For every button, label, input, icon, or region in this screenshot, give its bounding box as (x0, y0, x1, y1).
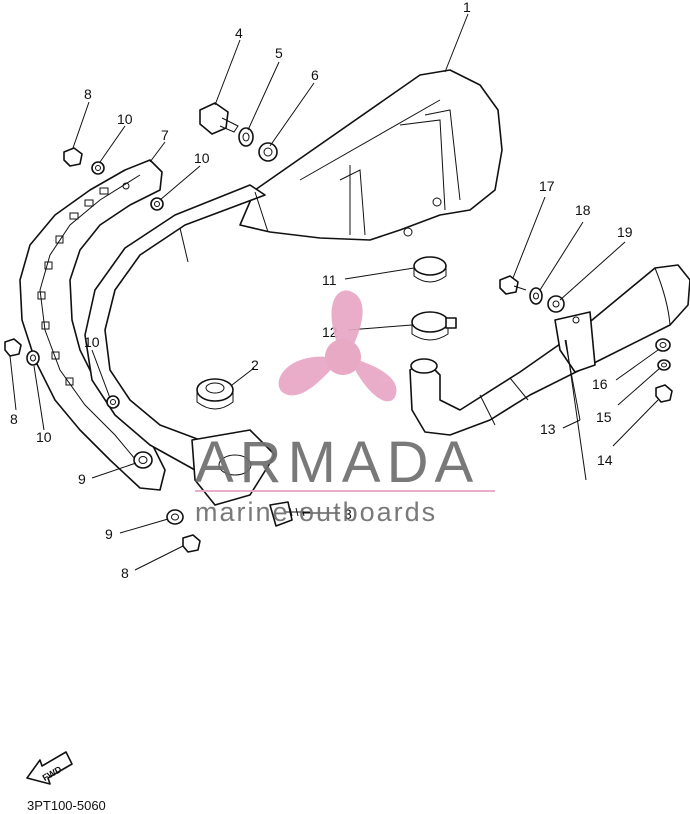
callout-10-d: 10 (84, 334, 100, 350)
brand-tagline: marine outboards (195, 497, 437, 527)
bolt-part-8-left (4, 338, 22, 357)
forward-direction-arrow: FWD (26, 751, 73, 785)
washer-part-10-c (26, 350, 40, 366)
bolt-part-17 (499, 275, 527, 295)
bolt-part-4 (199, 102, 239, 135)
diagram-part-code: 3PT100-5060 (27, 798, 106, 813)
callout-13: 13 (540, 421, 556, 437)
muffler-part-13 (409, 264, 690, 436)
washer-part-5 (238, 127, 254, 147)
bolt-part-8-upper (63, 147, 83, 167)
brand-wordmark: ARMADA (195, 430, 479, 495)
bolt-part-8-lower (182, 534, 201, 553)
callout-17: 17 (539, 178, 555, 194)
callout-6: 6 (311, 67, 319, 83)
bolt-part-14 (655, 384, 673, 403)
collar-part-9-lower (166, 509, 184, 525)
armada-watermark: ARMADA marine outboards (195, 290, 495, 527)
gasket-part-2 (196, 378, 234, 410)
washer-part-10-d (106, 395, 120, 409)
callout-3: 3 (344, 506, 352, 522)
callout-14: 14 (597, 452, 613, 468)
washer-part-18 (529, 287, 543, 305)
callout-16: 16 (592, 376, 608, 392)
leader-lines (9, 13, 661, 571)
callout-10-c: 10 (36, 429, 52, 445)
callout-18: 18 (575, 202, 591, 218)
callout-2: 2 (251, 357, 259, 373)
collar-part-16 (655, 338, 671, 352)
callout-8-upper: 8 (84, 86, 92, 102)
callout-9-upper: 9 (78, 471, 86, 487)
callout-10-a: 10 (117, 111, 133, 127)
callout-8-left: 8 (10, 411, 18, 427)
callout-11: 11 (322, 272, 337, 288)
callout-8-lower: 8 (121, 565, 129, 581)
collar-part-9-upper (133, 451, 153, 469)
washer-part-15 (657, 359, 671, 371)
exhaust-pipe-part-1 (84, 69, 503, 506)
callout-1: 1 (463, 0, 471, 15)
callout-4: 4 (235, 25, 243, 41)
clamp-part-12 (411, 311, 457, 341)
bolt-part-3 (269, 501, 310, 527)
callout-7: 7 (161, 127, 169, 143)
callout-19: 19 (617, 224, 633, 240)
propeller-logo (278, 290, 397, 402)
gasket-part-11 (413, 256, 447, 283)
washer-part-6 (258, 142, 278, 162)
callout-10-b: 10 (194, 150, 210, 166)
washer-part-10-a (91, 161, 105, 175)
callout-5: 5 (275, 45, 283, 61)
callout-9-lower: 9 (105, 526, 113, 542)
heat-protector-part-7 (19, 159, 166, 491)
callout-labels: 1 2 3 4 5 6 7 8 8 8 9 9 10 10 10 10 11 1… (10, 0, 633, 581)
callout-15: 15 (596, 409, 612, 425)
washer-part-10-b (150, 197, 164, 211)
